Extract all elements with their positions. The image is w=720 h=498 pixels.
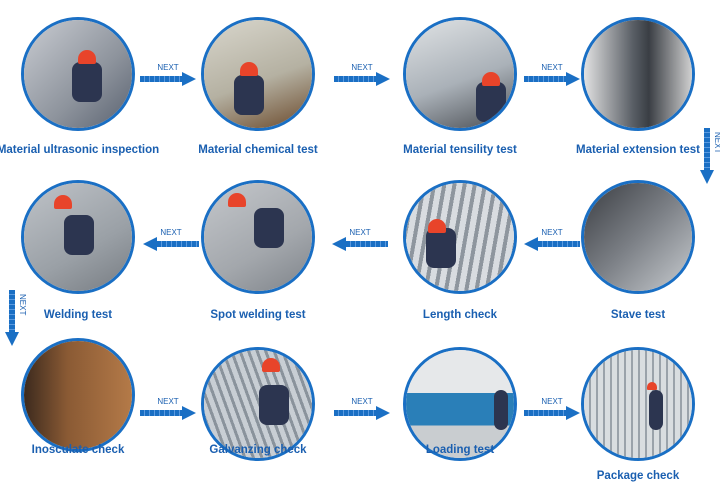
step-label: Inosculate check (31, 444, 125, 456)
step-label: Stave test (610, 309, 666, 321)
next-arrow-left: NEXT (332, 228, 388, 251)
step-photo-galvanzing-check (201, 347, 315, 461)
arrow-right-icon (182, 72, 196, 86)
arrow-right-icon (376, 406, 390, 420)
next-arrow-right: NEXT (524, 397, 580, 420)
step-photo-stave-test (581, 180, 695, 294)
step-photo-tensility-test (403, 17, 517, 131)
step-label: Package check (596, 470, 680, 482)
step-label: Material tensility test (403, 144, 517, 156)
step-photo-extension-test (581, 17, 695, 131)
next-text: NEXT (157, 63, 179, 72)
step-photo-welding-test (21, 180, 135, 294)
next-arrow-left: NEXT (143, 228, 199, 251)
next-arrow-down: NEXT (5, 290, 28, 346)
step-photo-length-check (403, 180, 517, 294)
next-text: NEXT (18, 294, 27, 316)
next-text: NEXT (541, 63, 563, 72)
next-arrow-right: NEXT (334, 63, 390, 86)
step-label: Spot welding test (210, 309, 306, 321)
step-label: Material ultrasonic inspection (0, 144, 160, 156)
step-photo-inosculate-check (21, 338, 135, 452)
next-text: NEXT (160, 228, 182, 237)
next-text: NEXT (349, 228, 371, 237)
arrow-down-icon (5, 332, 19, 346)
next-text: NEXT (351, 397, 373, 406)
arrow-left-icon (524, 237, 538, 251)
step-label: Loading test (425, 444, 495, 456)
next-arrow-right: NEXT (140, 397, 196, 420)
next-arrow-right: NEXT (334, 397, 390, 420)
step-photo-package-check (581, 347, 695, 461)
next-text: NEXT (157, 397, 179, 406)
step-label: Material extension test (576, 144, 700, 156)
step-photo-chemical-test (201, 17, 315, 131)
next-text: NEXT (351, 63, 373, 72)
step-photo-spot-welding-test (201, 180, 315, 294)
next-arrow-right: NEXT (140, 63, 196, 86)
arrow-left-icon (143, 237, 157, 251)
step-label: Galvanzing check (209, 444, 307, 456)
arrow-down-icon (700, 170, 714, 184)
next-text: NEXT (541, 228, 563, 237)
arrow-left-icon (332, 237, 346, 251)
next-text: NEXT (541, 397, 563, 406)
step-label: Material chemical test (198, 144, 318, 156)
arrow-right-icon (376, 72, 390, 86)
next-arrow-left: NEXT (524, 228, 580, 251)
next-arrow-down: NEXT (700, 128, 720, 184)
arrow-right-icon (566, 72, 580, 86)
next-text: NEXT (713, 132, 720, 154)
step-label: Welding test (43, 309, 113, 321)
step-photo-ultrasonic-inspection (21, 17, 135, 131)
next-arrow-right: NEXT (524, 63, 580, 86)
step-photo-loading-test (403, 347, 517, 461)
step-label: Length check (422, 309, 498, 321)
arrow-right-icon (182, 406, 196, 420)
arrow-right-icon (566, 406, 580, 420)
